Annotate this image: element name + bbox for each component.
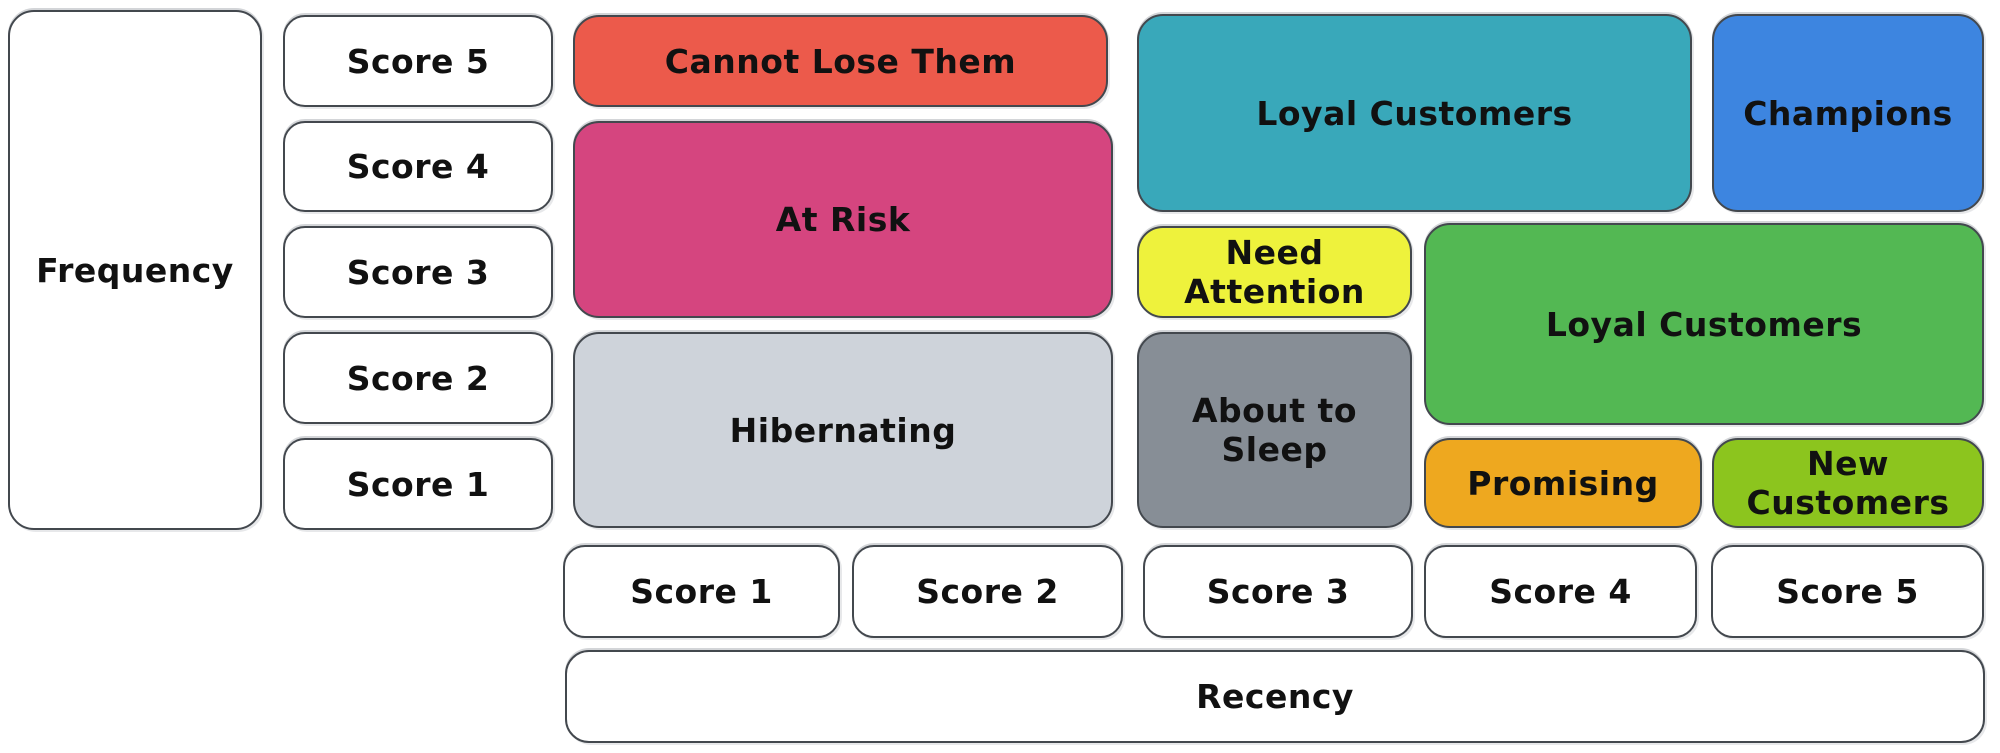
recency-score-4-box: Score 4 <box>1424 545 1697 638</box>
segment-at-risk: At Risk <box>573 121 1113 318</box>
recency-score-5-box: Score 5 <box>1711 545 1984 638</box>
segment-hibernating: Hibernating <box>573 332 1113 528</box>
frequency-score-1-box: Score 1 <box>283 438 553 530</box>
segment-loyal-customers-mid: Loyal Customers <box>1424 223 1984 425</box>
segment-champions: Champions <box>1712 14 1984 212</box>
segment-need-attention: Need Attention <box>1137 226 1412 318</box>
frequency-score-2-box: Score 2 <box>283 332 553 424</box>
recency-score-3-box: Score 3 <box>1143 545 1413 638</box>
recency-axis-label: Recency <box>565 650 1985 743</box>
recency-score-1-box: Score 1 <box>563 545 840 638</box>
segment-loyal-customers-top: Loyal Customers <box>1137 14 1692 212</box>
segment-new-customers: New Customers <box>1712 438 1984 528</box>
frequency-score-5-box: Score 5 <box>283 15 553 107</box>
segment-about-to-sleep: About to Sleep <box>1137 332 1412 528</box>
frequency-score-3-box: Score 3 <box>283 226 553 318</box>
segment-cannot-lose-them: Cannot Lose Them <box>573 15 1108 107</box>
frequency-axis-label: Frequency <box>8 10 262 530</box>
frequency-score-4-box: Score 4 <box>283 121 553 212</box>
segment-promising: Promising <box>1424 438 1702 528</box>
recency-score-2-box: Score 2 <box>852 545 1123 638</box>
